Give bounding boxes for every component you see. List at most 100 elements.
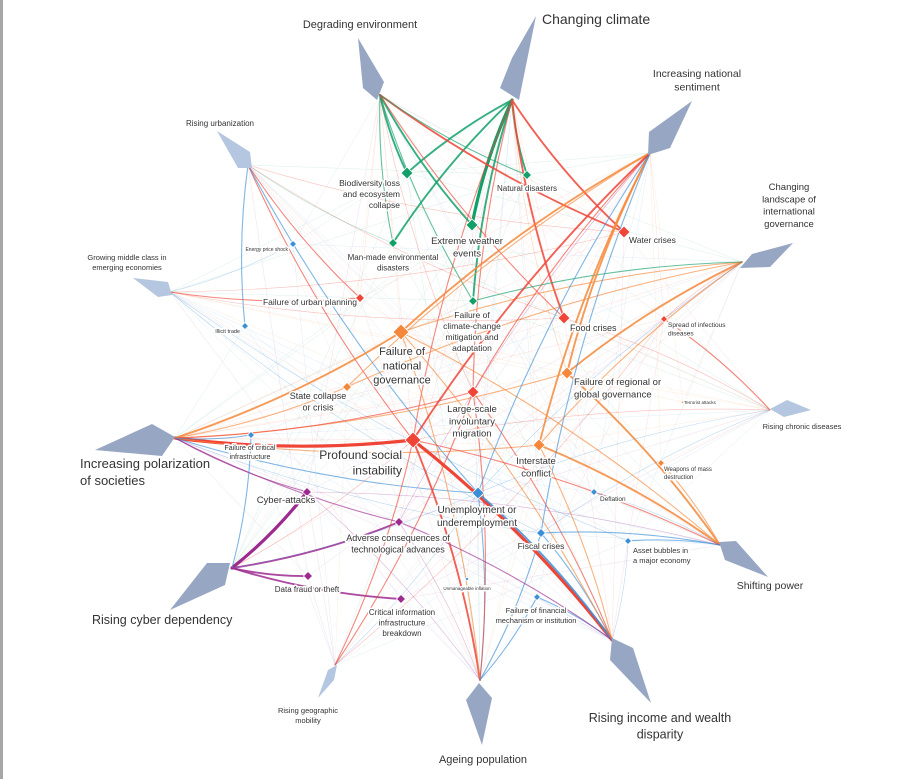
- link-changing-landscape-governance-to-infectious-diseases: [663, 261, 743, 320]
- link-ageing-population-to-cyber-attacks: [306, 491, 481, 681]
- risk-node-deflation[interactable]: [589, 487, 599, 497]
- faint-link: [466, 578, 613, 641]
- risk-node-unemployment[interactable]: [471, 486, 485, 500]
- driver-node-changing-landscape-governance[interactable]: [740, 243, 793, 268]
- risk-node-biodiversity-loss[interactable]: [400, 166, 414, 180]
- faint-link: [526, 174, 771, 411]
- faint-link: [540, 532, 721, 546]
- link-rising-cyber-dependency-to-critical-infrastructure-failure: [231, 434, 252, 569]
- link-rising-urbanization-to-illicit-trade: [241, 164, 249, 327]
- risk-node-terrorist-attacks[interactable]: [680, 399, 686, 405]
- driver-label-line: landscape of: [762, 194, 816, 205]
- faint-link: [477, 492, 721, 546]
- risk-node-financial-mechanism-failure[interactable]: [532, 592, 542, 602]
- link-shifting-power-to-deflation: [593, 491, 721, 546]
- risk-node-man-made-disasters[interactable]: [387, 237, 399, 249]
- risk-node-illicit-trade[interactable]: [240, 321, 250, 331]
- risk-node-adverse-tech-consequences[interactable]: [393, 516, 405, 528]
- risk-node-natural-disasters[interactable]: [521, 169, 533, 181]
- driver-node-rising-urbanization[interactable]: [217, 131, 252, 168]
- link-shifting-power-to-weapons-mass-destruction: [660, 462, 721, 546]
- link-degrading-environment-to-man-made-disasters: [379, 94, 394, 244]
- faint-link: [379, 94, 665, 320]
- link-growing-middle-class-to-water-crises: [169, 231, 625, 293]
- risk-node-climate-change-failure[interactable]: [467, 295, 479, 307]
- driver-node-ageing-population[interactable]: [466, 683, 492, 745]
- risk-node-critical-information-breakdown[interactable]: [395, 593, 407, 605]
- link-shifting-power-to-interstate-conflict: [538, 444, 721, 546]
- link-growing-middle-class-to-asset-bubbles: [169, 291, 629, 542]
- risk-node-weapons-mass-destruction[interactable]: [656, 458, 666, 468]
- risk-node-cyber-attacks[interactable]: [301, 486, 313, 498]
- faint-link: [169, 172, 408, 293]
- driver-label-ageing-population: Ageing population: [439, 754, 527, 766]
- faint-link: [231, 224, 473, 569]
- risk-node-fiscal-crises[interactable]: [535, 527, 547, 539]
- risk-label-line: Energy price shock: [245, 247, 288, 253]
- faint-link: [477, 492, 481, 681]
- risk-label-line: technological advances: [351, 545, 445, 555]
- driver-node-growing-middle-class[interactable]: [133, 278, 172, 297]
- faint-link: [346, 386, 481, 681]
- risk-node-urban-planning-failure[interactable]: [354, 292, 366, 304]
- faint-link: [472, 391, 721, 546]
- risk-label-line: Interstate: [516, 456, 556, 467]
- risk-node-national-governance-failure[interactable]: [392, 323, 410, 341]
- driver-node-changing-climate[interactable]: [500, 16, 536, 100]
- driver-label-line: governance: [764, 219, 814, 230]
- risk-label-line: Profound social: [319, 448, 402, 462]
- risk-node-data-fraud[interactable]: [302, 570, 314, 582]
- risk-node-asset-bubbles[interactable]: [623, 536, 633, 546]
- faint-link: [231, 172, 408, 569]
- risk-node-profound-social-instability[interactable]: [404, 431, 422, 449]
- risk-node-interstate-conflict[interactable]: [532, 438, 546, 452]
- driver-node-rising-income-disparity[interactable]: [610, 638, 651, 703]
- risk-label-line: or crisis: [303, 403, 334, 413]
- risk-label-line: mitigation and: [446, 332, 499, 342]
- faint-link: [231, 242, 394, 569]
- risk-node-extreme-weather[interactable]: [465, 218, 479, 232]
- risk-node-large-scale-migration[interactable]: [466, 385, 480, 399]
- faint-link: [174, 318, 665, 439]
- driver-node-increasing-national-sentiment[interactable]: [648, 101, 692, 155]
- risk-label-line: a major economy: [633, 556, 691, 565]
- faint-link: [174, 224, 473, 439]
- risk-node-food-crises[interactable]: [557, 311, 571, 325]
- faint-link: [346, 386, 721, 546]
- driver-node-rising-cyber-dependency[interactable]: [170, 563, 230, 610]
- faint-link: [174, 300, 474, 439]
- faint-link: [169, 291, 540, 446]
- driver-node-rising-chronic-diseases[interactable]: [770, 400, 811, 417]
- risk-node-critical-infrastructure-failure[interactable]: [246, 430, 256, 440]
- risk-label-line: Spread of infectious: [668, 322, 726, 329]
- risk-node-infectious-diseases[interactable]: [659, 314, 669, 324]
- risk-node-energy-price-shock[interactable]: [288, 239, 298, 249]
- driver-node-increasing-polarization[interactable]: [95, 424, 175, 456]
- link-increasing-national-sentiment-to-national-governance-failure: [400, 152, 651, 333]
- risk-label-urban-planning-failure: Failure of urban planning: [263, 297, 357, 307]
- driver-node-rising-geographic-mobility[interactable]: [318, 665, 337, 698]
- driver-label-line: mobility: [295, 716, 321, 725]
- link-ageing-population-to-large-scale-migration: [472, 391, 487, 681]
- link-changing-climate-to-biodiversity-loss: [406, 99, 513, 174]
- faint-link: [359, 297, 721, 546]
- link-rising-income-disparity-to-asset-bubbles: [611, 540, 629, 641]
- driver-node-shifting-power[interactable]: [719, 541, 768, 577]
- faint-link: [169, 291, 595, 493]
- faint-link: [174, 372, 568, 439]
- faint-link: [169, 291, 474, 302]
- faint-link: [400, 544, 721, 600]
- link-degrading-environment-to-food-crises: [379, 94, 565, 319]
- faint-link: [334, 492, 479, 666]
- risk-node-water-crises[interactable]: [617, 225, 631, 239]
- risk-node-regional-governance-failure[interactable]: [560, 366, 574, 380]
- risk-node-unmanageable-inflation[interactable]: [464, 576, 470, 582]
- faint-link: [400, 261, 743, 600]
- driver-node-degrading-environment[interactable]: [358, 38, 384, 100]
- driver-label-line: disparity: [637, 727, 684, 741]
- faint-link: [466, 99, 513, 580]
- risk-node-state-collapse[interactable]: [341, 381, 353, 393]
- risk-label-line: Asset bubbles in: [633, 546, 688, 555]
